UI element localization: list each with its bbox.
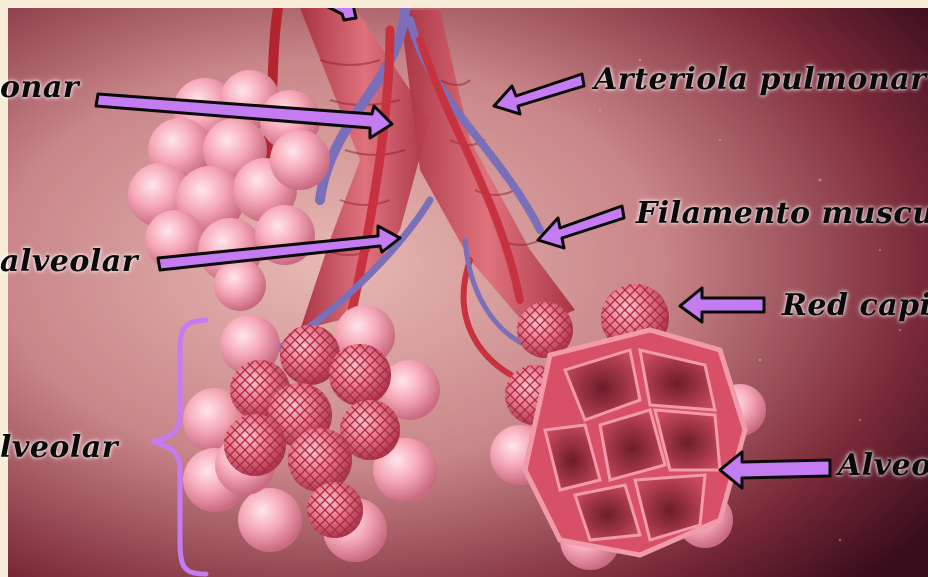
label-alveolar-duct: alveolar (0, 244, 138, 279)
label-pulmonary-vein: onar (0, 70, 79, 105)
label-alveolus: Alveo (838, 448, 928, 483)
label-pulmonary-arteriole: Arteriola pulmonar (594, 62, 927, 97)
label-muscle-filament: Filamento muscul (636, 196, 928, 231)
label-capillary-network: Red capi (782, 288, 928, 323)
label-alveolar-sac: lveolar (0, 430, 118, 465)
